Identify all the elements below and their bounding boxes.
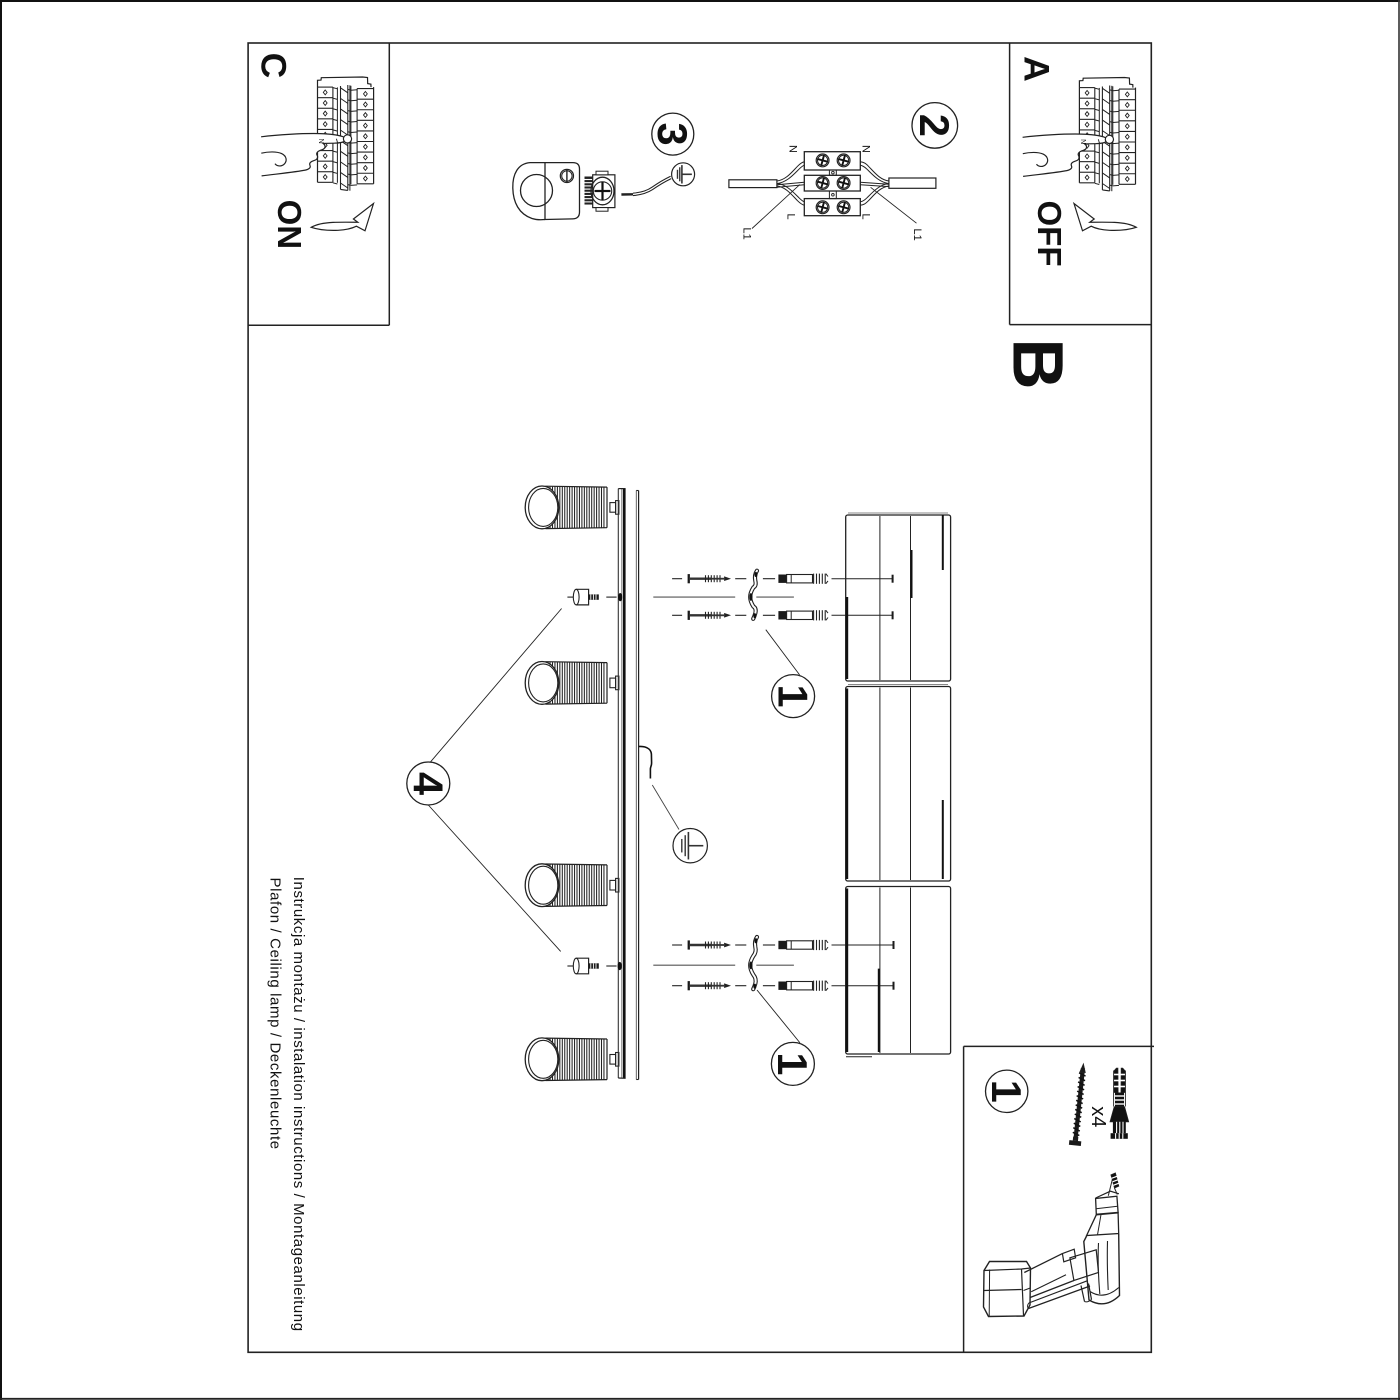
svg-text:Plafon / Ceiling lamp / Decken: Plafon / Ceiling lamp / Deckenleuchte <box>266 878 283 1150</box>
svg-text:OFF: OFF <box>1031 201 1068 267</box>
svg-text:ON: ON <box>271 200 308 250</box>
svg-text:N: N <box>787 145 799 153</box>
svg-text:4: 4 <box>405 772 452 795</box>
svg-text:1: 1 <box>769 685 816 708</box>
svg-text:C: C <box>253 53 293 79</box>
svg-text:N: N <box>1079 139 1086 144</box>
svg-text:3: 3 <box>649 123 696 146</box>
svg-text:B: B <box>997 338 1076 389</box>
svg-text:Instrukcja montażu / instalati: Instrukcja montażu / instalation instruc… <box>290 877 307 1332</box>
svg-text:L: L <box>860 214 872 220</box>
svg-text:A: A <box>1017 56 1057 82</box>
svg-text:2: 2 <box>911 114 958 137</box>
svg-text:L1: L1 <box>741 228 753 240</box>
svg-text:1: 1 <box>983 1080 1030 1103</box>
svg-text:L1: L1 <box>911 229 923 241</box>
svg-text:x4: x4 <box>1087 1106 1109 1127</box>
svg-text:N: N <box>317 139 324 144</box>
svg-text:N: N <box>860 145 872 153</box>
svg-text:1: 1 <box>769 1052 816 1075</box>
svg-text:L: L <box>785 214 797 220</box>
